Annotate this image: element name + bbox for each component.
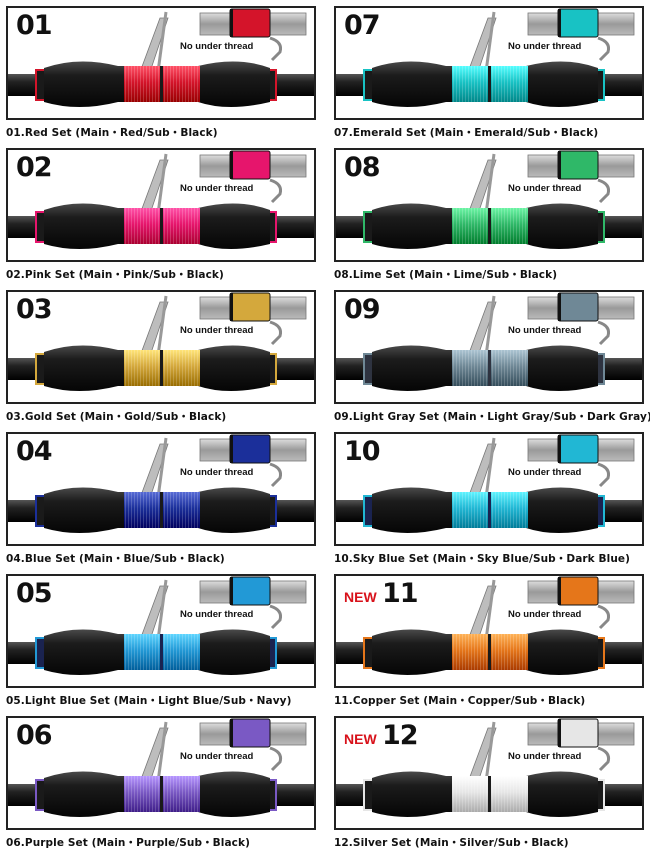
set-number: 12 (382, 720, 419, 751)
color-set-panel-06: 06 No under thread (6, 716, 316, 830)
guide-ring-icon (139, 437, 169, 499)
wrap-divider (160, 350, 163, 386)
wrap-divider (160, 776, 163, 812)
color-set-panel-01: 01 No under thread (6, 6, 316, 120)
thread-swatch-diagram (527, 718, 635, 772)
no-under-thread-label: No under thread (180, 41, 254, 52)
set-caption: 09.Light Gray Set (Main・Light Gray/Sub・D… (334, 411, 650, 423)
guide-ring-icon (467, 295, 497, 357)
no-under-thread-label: No under thread (508, 325, 582, 336)
set-caption: 04.Blue Set (Main・Blue/Sub・Black) (6, 553, 225, 565)
wrap-divider (488, 634, 491, 670)
guide-ring-icon (467, 721, 497, 783)
no-under-thread-label: No under thread (508, 751, 582, 762)
guide-ring-icon (139, 11, 169, 73)
set-number: 10 (344, 436, 381, 467)
wrap-divider (160, 208, 163, 244)
thread-swatch-diagram (199, 292, 307, 346)
guide-ring-icon (139, 721, 169, 783)
set-number: 07 (344, 10, 381, 41)
thread-swatch-diagram (527, 576, 635, 630)
guide-ring-icon (139, 579, 169, 641)
wrap-divider (488, 208, 491, 244)
new-badge: NEW (344, 589, 377, 605)
color-set-panel-03: 03 No under thread (6, 290, 316, 404)
no-under-thread-label: No under thread (508, 609, 582, 620)
set-number: 01 (16, 10, 53, 41)
set-number: 06 (16, 720, 53, 751)
guide-ring-icon (467, 153, 497, 215)
color-set-panel-08: 08 No under thread (334, 148, 644, 262)
set-caption: 02.Pink Set (Main・Pink/Sub・Black) (6, 269, 224, 281)
set-caption: 08.Lime Set (Main・Lime/Sub・Black) (334, 269, 558, 281)
thread-swatch-diagram (527, 8, 635, 62)
color-set-panel-07: 07 No under thread (334, 6, 644, 120)
guide-ring-icon (139, 295, 169, 357)
guide-ring-icon (139, 153, 169, 215)
set-number: 02 (16, 152, 53, 183)
guide-ring-icon (467, 579, 497, 641)
no-under-thread-label: No under thread (508, 467, 582, 478)
set-number: 09 (344, 294, 381, 325)
set-caption: 07.Emerald Set (Main・Emerald/Sub・Black) (334, 127, 599, 139)
set-caption: 01.Red Set (Main・Red/Sub・Black) (6, 127, 218, 139)
wrap-divider (488, 66, 491, 102)
no-under-thread-label: No under thread (508, 41, 582, 52)
set-caption: 03.Gold Set (Main・Gold/Sub・Black) (6, 411, 227, 423)
wrap-divider (160, 634, 163, 670)
set-caption: 05.Light Blue Set (Main・Light Blue/Sub・N… (6, 695, 292, 707)
thread-swatch-diagram (199, 434, 307, 488)
thread-swatch-diagram (199, 8, 307, 62)
set-caption: 10.Sky Blue Set (Main・Sky Blue/Sub・Dark … (334, 553, 631, 565)
thread-swatch-diagram (527, 150, 635, 204)
set-caption: 06.Purple Set (Main・Purple/Sub・Black) (6, 837, 250, 849)
color-set-panel-09: 09 No under thread (334, 290, 644, 404)
thread-swatch-diagram (527, 292, 635, 346)
no-under-thread-label: No under thread (180, 183, 254, 194)
color-set-panel-10: 10 No under thread (334, 432, 644, 546)
no-under-thread-label: No under thread (180, 609, 254, 620)
guide-ring-icon (467, 437, 497, 499)
no-under-thread-label: No under thread (180, 751, 254, 762)
no-under-thread-label: No under thread (180, 467, 254, 478)
guide-ring-icon (467, 11, 497, 73)
thread-swatch-diagram (199, 150, 307, 204)
set-number: 04 (16, 436, 53, 467)
set-number: 05 (16, 578, 53, 609)
set-caption: 12.Silver Set (Main・Silver/Sub・Black) (334, 837, 569, 849)
no-under-thread-label: No under thread (180, 325, 254, 336)
wrap-divider (488, 350, 491, 386)
set-number: 03 (16, 294, 53, 325)
set-caption: 11.Copper Set (Main・Copper/Sub・Black) (334, 695, 586, 707)
no-under-thread-label: No under thread (508, 183, 582, 194)
wrap-divider (160, 66, 163, 102)
thread-swatch-diagram (199, 576, 307, 630)
color-set-panel-12: NEW 12 No under thread (334, 716, 644, 830)
thread-swatch-diagram (199, 718, 307, 772)
color-set-panel-02: 02 No under thread (6, 148, 316, 262)
new-badge: NEW (344, 731, 377, 747)
color-set-panel-05: 05 No under thread (6, 574, 316, 688)
set-number: 08 (344, 152, 381, 183)
color-set-panel-11: NEW 11 No under thread (334, 574, 644, 688)
set-number: 11 (382, 578, 419, 609)
color-set-panel-04: 04 No under thread (6, 432, 316, 546)
wrap-divider (488, 492, 491, 528)
wrap-divider (488, 776, 491, 812)
wrap-divider (160, 492, 163, 528)
thread-swatch-diagram (527, 434, 635, 488)
